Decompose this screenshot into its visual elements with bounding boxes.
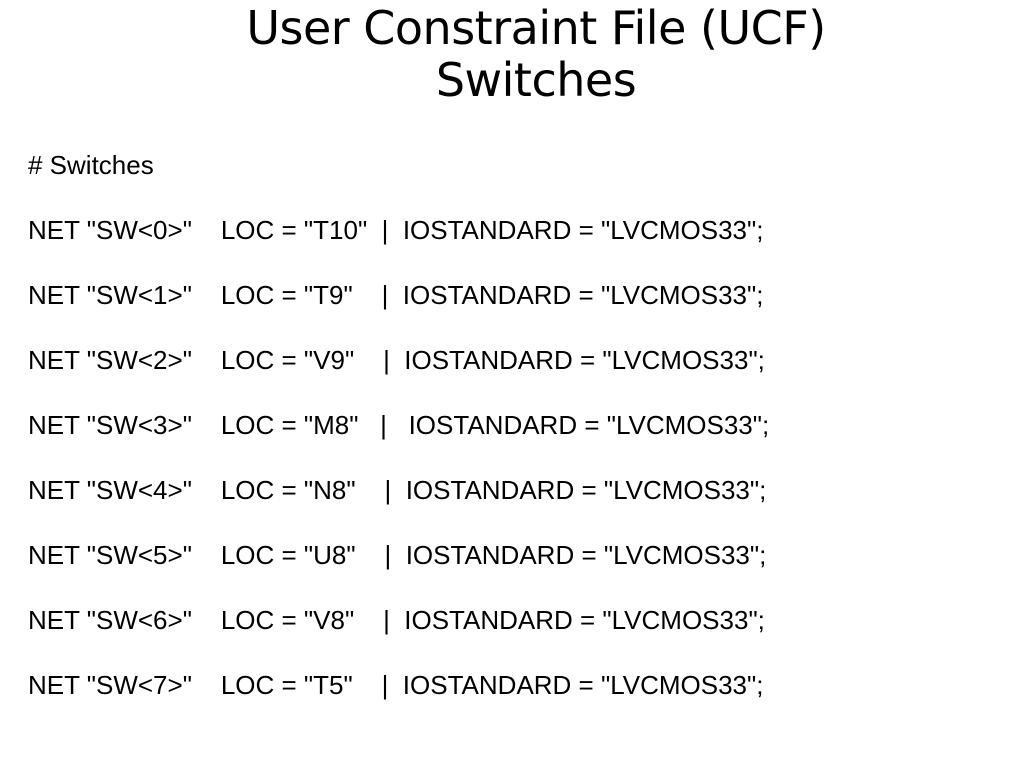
constraint-line-sw7: NET "SW<7>" LOC = "T5" | IOSTANDARD = "L… — [28, 670, 764, 700]
constraint-line-sw5: NET "SW<5>" LOC = "U8" | IOSTANDARD = "L… — [28, 540, 767, 570]
constraint-line-sw2: NET "SW<2>" LOC = "V9" | IOSTANDARD = "L… — [28, 345, 765, 375]
constraint-line-sw6: NET "SW<6>" LOC = "V8" | IOSTANDARD = "L… — [28, 605, 765, 635]
comment-line: # Switches — [28, 150, 154, 180]
constraint-line-sw0: NET "SW<0>" LOC = "T10" | IOSTANDARD = "… — [28, 215, 764, 245]
constraint-line-sw4: NET "SW<4>" LOC = "N8" | IOSTANDARD = "L… — [28, 475, 767, 505]
ucf-content: # Switches NET "SW<0>" LOC = "T10" | IOS… — [28, 145, 1008, 730]
constraint-line-sw3: NET "SW<3>" LOC = "M8" | IOSTANDARD = "L… — [28, 410, 770, 440]
slide-title: User Constraint File (UCF) Switches — [0, 2, 1024, 106]
slide-title-line-2: Switches — [435, 53, 637, 107]
slide-title-line-1: User Constraint File (UCF) — [246, 1, 826, 55]
constraint-line-sw1: NET "SW<1>" LOC = "T9" | IOSTANDARD = "L… — [28, 280, 764, 310]
